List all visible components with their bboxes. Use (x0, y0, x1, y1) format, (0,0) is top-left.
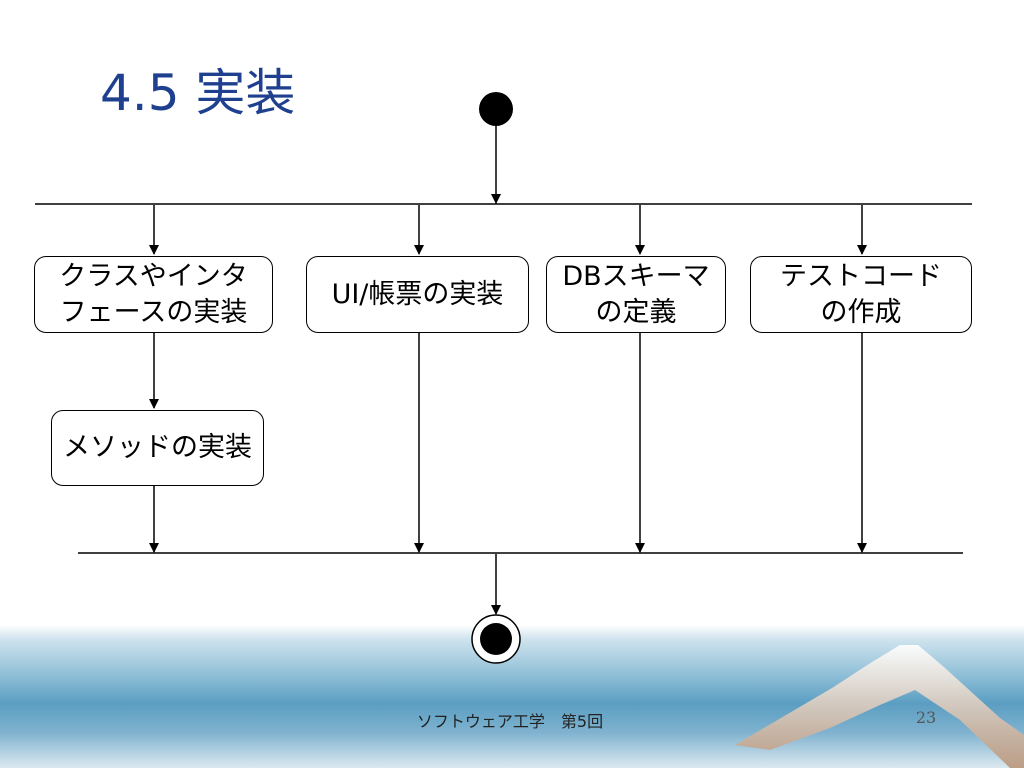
activity-db-schema-definition: DBスキーマ の定義 (546, 256, 726, 333)
footer-course-title: ソフトウェア工学 第5回 (416, 712, 604, 731)
start-node (479, 92, 513, 126)
end-node-inner (480, 623, 512, 655)
activity-label: テストコード の作成 (780, 260, 942, 328)
activity-test-code-creation: テストコード の作成 (750, 256, 972, 333)
activity-label: UI/帳票の実装 (331, 278, 504, 310)
activity-ui-report-implementation: UI/帳票の実装 (306, 256, 529, 333)
activity-method-implementation: メソッドの実装 (51, 410, 264, 486)
page-number: 23 (915, 708, 937, 727)
activity-label: DBスキーマ の定義 (562, 260, 710, 328)
slide-title: 4.5 実装 (100, 64, 296, 122)
activity-label: クラスやインタ フェースの実装 (59, 260, 248, 328)
activity-interface-implementation: クラスやインタ フェースの実装 (34, 256, 273, 333)
activity-label: メソッドの実装 (63, 432, 252, 463)
